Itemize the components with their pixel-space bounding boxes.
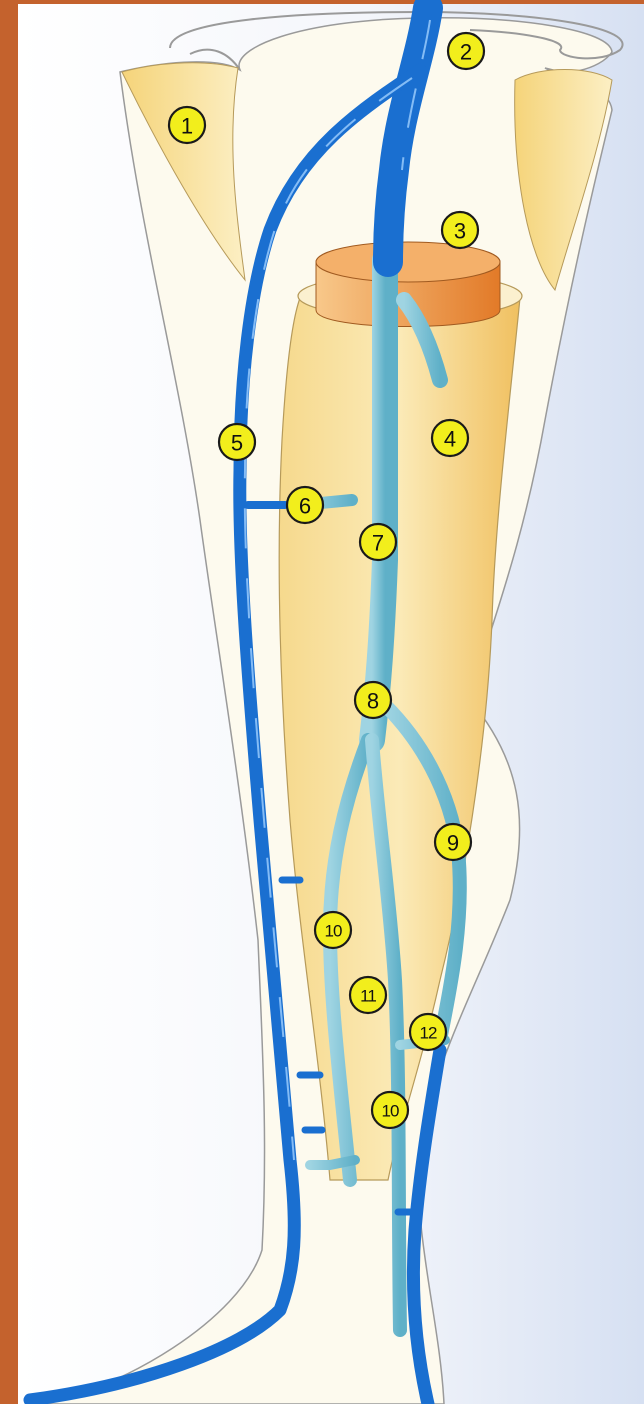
callout-2: 2 [448, 33, 484, 69]
callout-label: 1 [181, 114, 193, 139]
callout-label: 7 [372, 531, 384, 556]
callout-label: 3 [454, 219, 466, 244]
callout-label: 12 [420, 1024, 437, 1043]
callout-9: 9 [435, 824, 471, 860]
callout-label: 2 [460, 40, 472, 65]
callout-11: 11 [350, 977, 386, 1013]
callout-6: 6 [287, 487, 323, 523]
callout-7: 7 [360, 524, 396, 560]
callout-label: 6 [299, 494, 311, 519]
callout-label: 11 [360, 987, 376, 1006]
callout-1: 1 [169, 107, 205, 143]
callout-label: 8 [367, 689, 379, 714]
callout-4: 4 [432, 420, 468, 456]
callout-label: 10 [325, 922, 342, 941]
callout-label: 5 [231, 431, 243, 456]
callout-12: 12 [410, 1014, 446, 1050]
callout-label: 4 [444, 427, 456, 452]
muscle-cylinder-top [316, 242, 500, 282]
deep-vein-main [372, 260, 385, 740]
callout-10b: 10 [372, 1092, 408, 1128]
callout-8: 8 [355, 682, 391, 718]
callout-label: 9 [447, 831, 459, 856]
callout-label: 10 [382, 1102, 399, 1121]
callout-3: 3 [442, 212, 478, 248]
callout-10a: 10 [315, 912, 351, 948]
deep-vein-cross-3 [310, 1160, 355, 1165]
callout-5: 5 [219, 424, 255, 460]
